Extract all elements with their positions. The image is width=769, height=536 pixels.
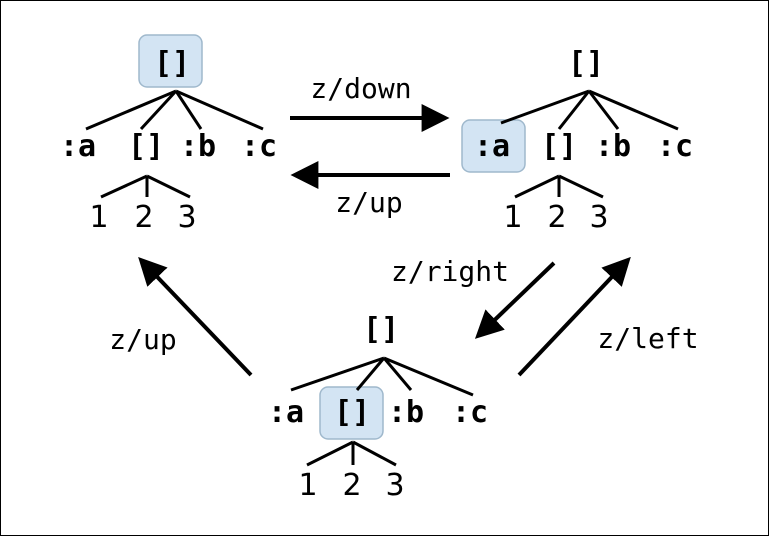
tree-top-left: [] :a [] :b :c 1 2 3 [60, 34, 277, 235]
tree-edge [558, 174, 604, 199]
tree-edge [146, 174, 191, 199]
arrow-up-left [138, 256, 253, 377]
op-label-right: z/right [391, 255, 509, 288]
tree-leaf-label: 3 [177, 200, 196, 235]
tree-child-label: :b [180, 129, 216, 164]
tree-edge [175, 89, 264, 131]
op-label-up-left: z/up [109, 323, 176, 356]
tree-child-label: :a [60, 129, 96, 164]
tree-leaf-label: 2 [547, 200, 566, 235]
tree-edge [306, 440, 354, 467]
tree-root-label: [] [363, 312, 399, 347]
tree-edge [290, 356, 385, 392]
tree-edge [588, 89, 679, 131]
tree-bottom: [] :a [] :b :c 1 2 3 [268, 312, 488, 503]
tree-leaf-label: 3 [385, 468, 404, 503]
op-label-left: z/left [597, 322, 698, 355]
tree-child-label: :c [241, 129, 277, 164]
tree-edge [100, 174, 148, 199]
arrow-left [517, 256, 631, 377]
tree-child-label: [] [334, 395, 370, 430]
tree-child-label: :a [268, 395, 304, 430]
focus-highlight-child-a [461, 119, 526, 173]
tree-leaf-label: 1 [89, 200, 108, 235]
op-label-up-top: z/up [335, 186, 402, 219]
tree-root-label: [] [154, 46, 190, 81]
tree-leaf-label: 1 [298, 468, 317, 503]
tree-edge [587, 90, 620, 130]
tree-edge [355, 357, 386, 391]
tree-edge [85, 89, 177, 131]
tree-edge [174, 90, 203, 130]
focus-highlight-root [138, 34, 203, 88]
tree-child-label: :b [388, 395, 424, 430]
tree-top-right: [] :a [] :b :c 1 2 3 [461, 46, 693, 235]
tree-child-label: :a [474, 129, 510, 164]
tree-child-label: [] [128, 129, 164, 164]
arrow-right [474, 261, 556, 339]
tree-edge [139, 89, 178, 131]
tree-edge [382, 357, 413, 391]
tree-edge [352, 440, 397, 467]
tree-leaf-label: 3 [589, 200, 608, 235]
tree-child-label: :b [595, 129, 631, 164]
tree-child-label: [] [541, 129, 577, 164]
tree-edge [514, 174, 560, 199]
tree-edge [557, 90, 591, 130]
focus-highlight-child-vector [319, 386, 384, 440]
tree-edge [500, 89, 590, 125]
tree-edge [383, 356, 474, 397]
transition-arrows [138, 104, 631, 377]
tree-leaf-label: 2 [342, 468, 361, 503]
op-label-down: z/down [310, 72, 411, 105]
tree-root-label: [] [568, 46, 604, 81]
tree-leaf-label: 1 [503, 200, 522, 235]
tree-child-label: :c [657, 129, 693, 164]
tree-leaf-label: 2 [134, 200, 153, 235]
tree-child-label: :c [452, 395, 488, 430]
